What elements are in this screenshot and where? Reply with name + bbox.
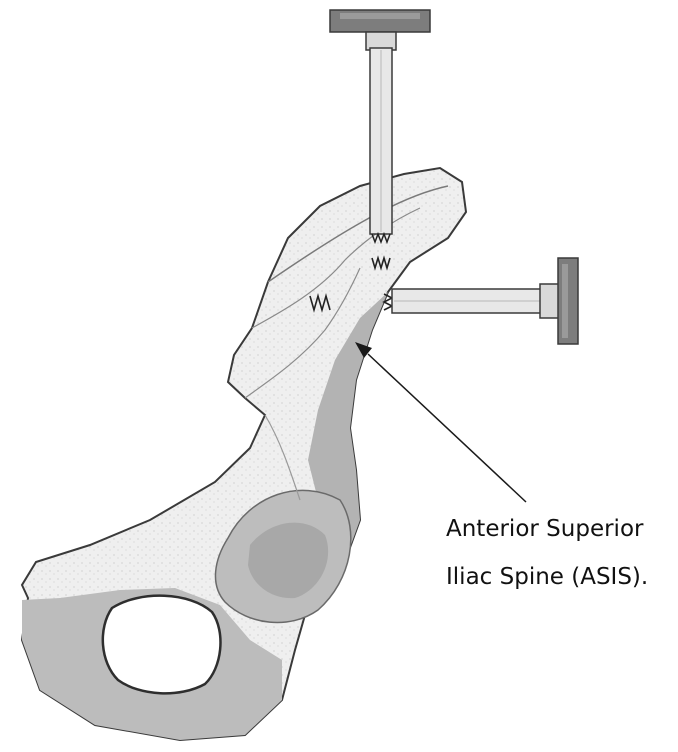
asis-leader-arrow [355,342,526,502]
asis-label-line-2: Iliac Spine (ASIS). [446,564,648,590]
horizontal-caliper-arm [392,258,578,344]
asis-label-line-1: Anterior Superior [446,516,643,542]
obturator-foramen [103,596,221,694]
